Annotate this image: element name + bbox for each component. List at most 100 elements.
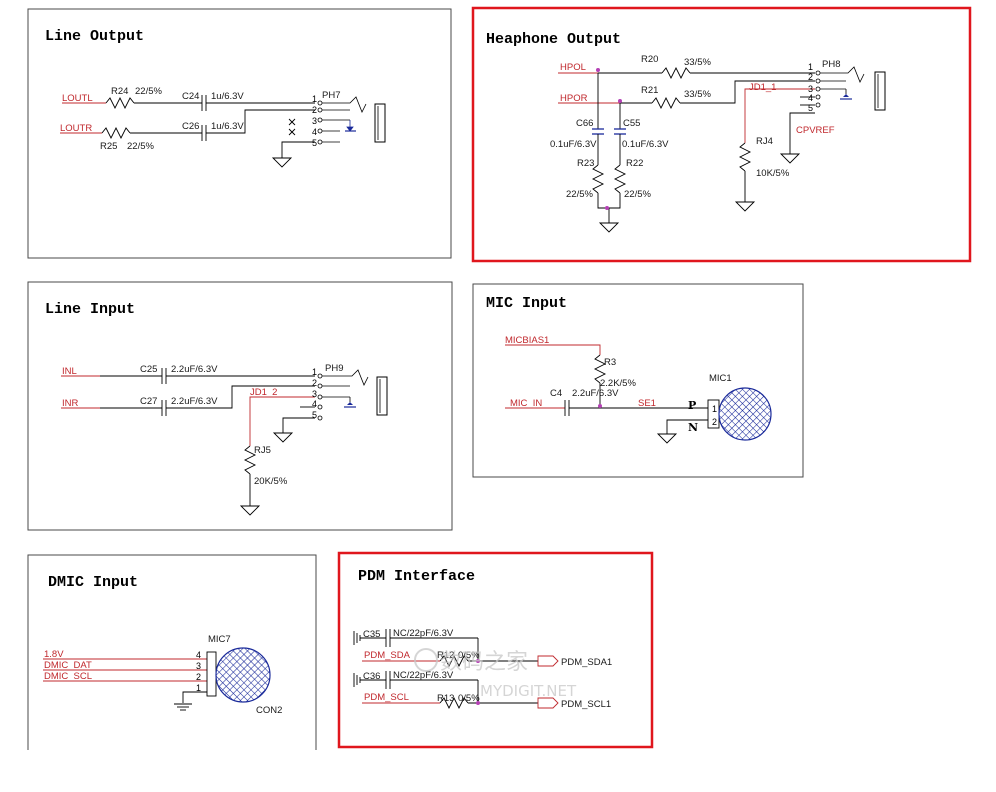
pin-number: 3	[312, 116, 317, 126]
pin-number: 2	[196, 672, 201, 682]
pin-number: 1	[312, 94, 317, 104]
resistor-rj5-label: RJ5	[254, 445, 271, 456]
panel-headphone-output: Heaphone Output HPOL R20 33/5% HPOR R21 …	[471, 6, 972, 263]
pin-number: 5	[808, 103, 813, 113]
capacitor-c55-label: C55	[623, 118, 640, 129]
net-label-dmic-dat: DMIC_DAT	[44, 660, 92, 671]
resistor-r23-value: 22/5%	[566, 189, 593, 200]
watermark-text-en: MYDIGIT.NET	[480, 682, 577, 700]
capacitor-c27-label: C27	[140, 396, 157, 407]
panel-dmic-input: DMIC Input 1.8V DMIC_DAT DMIC_SCL 4 3 2 …	[27, 554, 317, 750]
net-label-loutr: LOUTR	[60, 123, 92, 134]
jack-ph8-pins: 1 2 3 4 5	[808, 62, 813, 113]
output-port-pdm-scl1	[537, 697, 559, 709]
resistor-r24-label: R24	[111, 86, 128, 97]
watermark-text-cn: 数码之家	[440, 650, 528, 675]
microphone-mic7	[206, 647, 271, 703]
pin-number: 2	[312, 378, 317, 388]
junction-dot	[476, 659, 480, 663]
pin-number: 1	[808, 62, 813, 72]
pin-number: 4	[312, 127, 317, 137]
junction-dot	[476, 701, 480, 705]
pin-number: 1	[312, 367, 317, 377]
pin-number: 4	[312, 399, 317, 409]
pin-number: 3	[312, 389, 317, 399]
connector-con2-label: CON2	[256, 705, 282, 716]
microphone-mic1-label: MIC1	[709, 373, 732, 384]
resistor-r13-value: 0/5%	[458, 693, 480, 704]
highlight-frame	[337, 551, 654, 749]
panel-frame	[472, 283, 804, 478]
resistor-r22-label: R22	[626, 158, 643, 169]
resistor-r24-value: 22/5%	[135, 86, 162, 97]
output-port-pdm-sda1	[537, 655, 559, 667]
panel-title: Line Output	[45, 28, 144, 45]
jack-ph8-label: PH8	[822, 59, 840, 70]
capacitor-c25-value: 2.2uF/6.3V	[171, 364, 218, 375]
pin-number: 3	[808, 84, 813, 94]
capacitor-c25-label: C25	[140, 364, 157, 375]
resistor-rj5-value: 20K/5%	[254, 476, 288, 487]
net-label-pdm-scl: PDM_SCL	[364, 692, 409, 703]
resistor-rj4-value: 10K/5%	[756, 168, 790, 179]
panel-frame	[27, 8, 452, 259]
net-label-micbias1: MICBIAS1	[505, 335, 549, 346]
panel-line-output: Line Output LOUTL R24 22/5% C24 1u/6.3V …	[27, 8, 452, 259]
pin-number: 3	[196, 661, 201, 671]
capacitor-c35-value: NC/22pF/6.3V	[393, 628, 454, 639]
panel-frame	[27, 554, 317, 750]
ground-bar	[353, 673, 361, 687]
capacitor-c36-value: NC/22pF/6.3V	[393, 670, 454, 681]
net-label-hpor: HPOR	[560, 93, 588, 104]
resistor-r12-value: 0/5%	[458, 650, 480, 661]
pin-number: 2	[808, 72, 813, 82]
resistor-r25-value: 22/5%	[127, 141, 154, 152]
mic-pin-p: P	[688, 399, 696, 412]
net-label-se1: SE1	[638, 398, 656, 409]
panel-title: DMIC Input	[48, 574, 138, 591]
resistor-r23-label: R23	[577, 158, 594, 169]
resistor-r20-value: 33/5%	[684, 57, 711, 68]
pin-number: 1	[196, 683, 201, 693]
pin-number: 1	[712, 404, 717, 414]
highlight-frame	[471, 6, 972, 263]
pin-number: 2	[712, 417, 717, 427]
net-label-jd1-1: JD1_1	[749, 82, 776, 93]
capacitor-c24-label: C24	[182, 91, 199, 102]
junction-dot	[596, 68, 600, 72]
capacitor-c27-value: 2.2uF/6.3V	[171, 396, 218, 407]
capacitor-c35-label: C35	[363, 629, 380, 640]
panel-mic-input: MIC Input MICBIAS1 R3 2.2K/5% MIC_IN C4 …	[472, 283, 804, 478]
pin-number: 5	[312, 138, 317, 148]
resistor-r21-label: R21	[641, 85, 658, 96]
ground-bar	[353, 631, 361, 645]
resistor-r13-label: R13	[437, 693, 454, 704]
pin-number: 2	[312, 105, 317, 115]
port-label-pdm-sda1: PDM_SDA1	[561, 657, 612, 668]
junction-dot	[598, 404, 602, 408]
pin-number: 4	[196, 650, 201, 660]
net-label-pdm-sda: PDM_SDA	[364, 650, 411, 661]
microphone-mic1: 1 2	[707, 387, 772, 441]
capacitor-c26-value: 1u/6.3V	[211, 121, 244, 132]
net-label-cpvref: CPVREF	[796, 125, 835, 136]
capacitor-c24-value: 1u/6.3V	[211, 91, 244, 102]
resistor-r21-value: 33/5%	[684, 89, 711, 100]
junction-dot	[618, 99, 622, 103]
net-label-1v8: 1.8V	[44, 649, 64, 660]
net-label-inr: INR	[62, 398, 79, 409]
net-label-dmic-scl: DMIC_SCL	[44, 671, 92, 682]
resistor-r3-value: 2.2K/5%	[600, 378, 636, 389]
net-label-loutl: LOUTL	[62, 93, 93, 104]
resistor-r22-value: 22/5%	[624, 189, 651, 200]
jack-ph9-pins: 1 2 3 4 5	[312, 367, 317, 420]
watermark: 数码之家 MYDIGIT.NET	[414, 648, 577, 700]
resistor-r25-label: R25	[100, 141, 117, 152]
panel-pdm-interface: PDM Interface C35 NC/22pF/6.3V PDM_SDA R…	[337, 551, 654, 749]
capacitor-c26-label: C26	[182, 121, 199, 132]
pin-number: 4	[808, 93, 813, 103]
capacitor-c66-label: C66	[576, 118, 593, 129]
capacitor-c36-label: C36	[363, 671, 380, 682]
net-label-hpol: HPOL	[560, 62, 586, 73]
